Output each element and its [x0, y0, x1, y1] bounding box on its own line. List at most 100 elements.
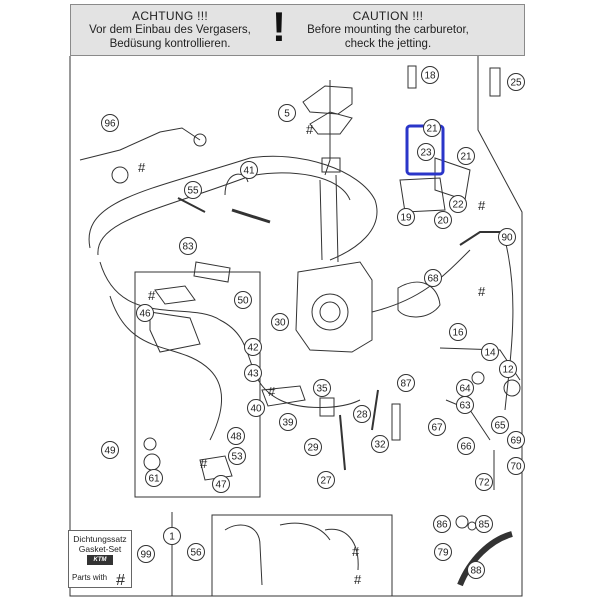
hose-56b: [279, 522, 331, 541]
callout-19: 19: [397, 208, 415, 226]
ktm-logo: KTM: [87, 555, 113, 565]
callout-label: 30: [274, 318, 286, 329]
callout-label: 18: [424, 71, 436, 82]
bent-hose-41: [224, 173, 249, 196]
callout-circle: [304, 438, 322, 456]
vent-hose-1: [88, 155, 378, 261]
callout-label: 28: [356, 410, 368, 421]
callout-circle: [137, 545, 155, 563]
vent-hose-2: [97, 172, 351, 256]
callout-label: 83: [182, 242, 194, 253]
callout-27: 27: [317, 471, 335, 489]
callout-circle: [227, 427, 245, 445]
callout-circle: [417, 143, 435, 161]
callout-circle: [244, 338, 262, 356]
callout-label: 43: [247, 369, 259, 380]
callout-circle: [507, 73, 525, 91]
gasket-set-box: Dichtungssatz Gasket-Set KTM Parts with …: [68, 530, 132, 589]
part-group-box-56: [211, 514, 393, 597]
callout-label: 69: [510, 436, 522, 447]
svg-text:#: #: [138, 160, 146, 175]
callout-circle: [457, 437, 475, 455]
leader-5: [324, 80, 331, 176]
callout-18: 18: [421, 66, 439, 84]
callout-circle: [228, 447, 246, 465]
svg-text:#: #: [200, 456, 208, 471]
callout-label: 61: [148, 474, 160, 485]
warning-english-line2: check the jetting.: [344, 38, 432, 50]
needle-55: [177, 197, 206, 213]
bracket-40: [261, 385, 306, 407]
callout-label: 14: [484, 348, 496, 359]
warning-german-title: ACHTUNG !!!: [132, 9, 208, 23]
cable-right-outer: [504, 239, 514, 411]
callout-12: 12: [499, 360, 517, 378]
callout-circle: [449, 195, 467, 213]
callout-label: 47: [215, 480, 227, 491]
svg-text:#: #: [478, 198, 486, 213]
callout-label: 1: [169, 532, 175, 543]
callout-55: 55: [184, 181, 202, 199]
callout-label: 90: [501, 233, 513, 244]
callout-circle: [212, 475, 230, 493]
callout-label: 72: [478, 478, 490, 489]
callout-56: 56: [187, 543, 205, 561]
callout-circle: [498, 228, 516, 246]
warning-english-line1: Before mounting the carburetor,: [307, 24, 469, 36]
callout-circle: [421, 66, 439, 84]
callout-circle: [145, 469, 163, 487]
callout-circle: [313, 379, 331, 397]
callout-circle: [163, 527, 181, 545]
callout-circle: [499, 360, 517, 378]
callout-50: 50: [234, 291, 252, 309]
callout-30: 30: [271, 313, 289, 331]
callout-circle: [397, 374, 415, 392]
callout-label: 22: [452, 200, 464, 211]
callout-label: 96: [104, 119, 116, 130]
hose-56c: [324, 528, 359, 571]
svg-text:#: #: [478, 284, 486, 299]
gasket-set-line2: Gasket-Set: [78, 544, 122, 554]
hose-56a: [224, 524, 263, 586]
callout-69: 69: [507, 431, 525, 449]
warning-german-line1: Vor dem Einbau des Vergasers,: [89, 24, 251, 36]
callout-16: 16: [449, 323, 467, 341]
callout-circle: [187, 543, 205, 561]
callout-61: 61: [145, 469, 163, 487]
callout-label: 49: [104, 446, 116, 457]
callout-circle: [491, 416, 509, 434]
callout-circle: [184, 181, 202, 199]
svg-text:#: #: [354, 572, 362, 587]
callout-67: 67: [428, 418, 446, 436]
callout-66: 66: [457, 437, 475, 455]
callout-label: 67: [431, 423, 443, 434]
callout-42: 42: [244, 338, 262, 356]
callout-72: 72: [475, 473, 493, 491]
callout-circle: [457, 147, 475, 165]
throttle-cable: [79, 127, 201, 161]
callout-99: 99: [137, 545, 155, 563]
callout-label: 32: [374, 440, 386, 451]
callout-29: 29: [304, 438, 322, 456]
warning-german-line2: Bedüsung kontrollieren.: [109, 38, 231, 50]
callout-circle: [101, 441, 119, 459]
callout-label: 40: [250, 404, 262, 415]
callout-circle: [136, 304, 154, 322]
cover-top: [302, 85, 353, 115]
callout-label: 53: [231, 452, 243, 463]
callout-85: 85: [475, 515, 493, 533]
callout-label: 56: [190, 548, 202, 559]
callout-label: 50: [237, 296, 249, 307]
callout-1: 1: [163, 527, 181, 545]
callout-circle: [475, 515, 493, 533]
callout-43: 43: [244, 364, 262, 382]
part-group-box-49: [134, 271, 261, 498]
gasket-markers: # # # # # # # # #: [138, 122, 486, 587]
callout-23: 23: [417, 143, 435, 161]
callout-label: 70: [510, 462, 522, 473]
callout-circle: [467, 561, 485, 579]
callout-circle: [271, 313, 289, 331]
outer-frame: [69, 56, 523, 597]
callout-label: 12: [502, 365, 514, 376]
callout-49: 49: [101, 441, 119, 459]
